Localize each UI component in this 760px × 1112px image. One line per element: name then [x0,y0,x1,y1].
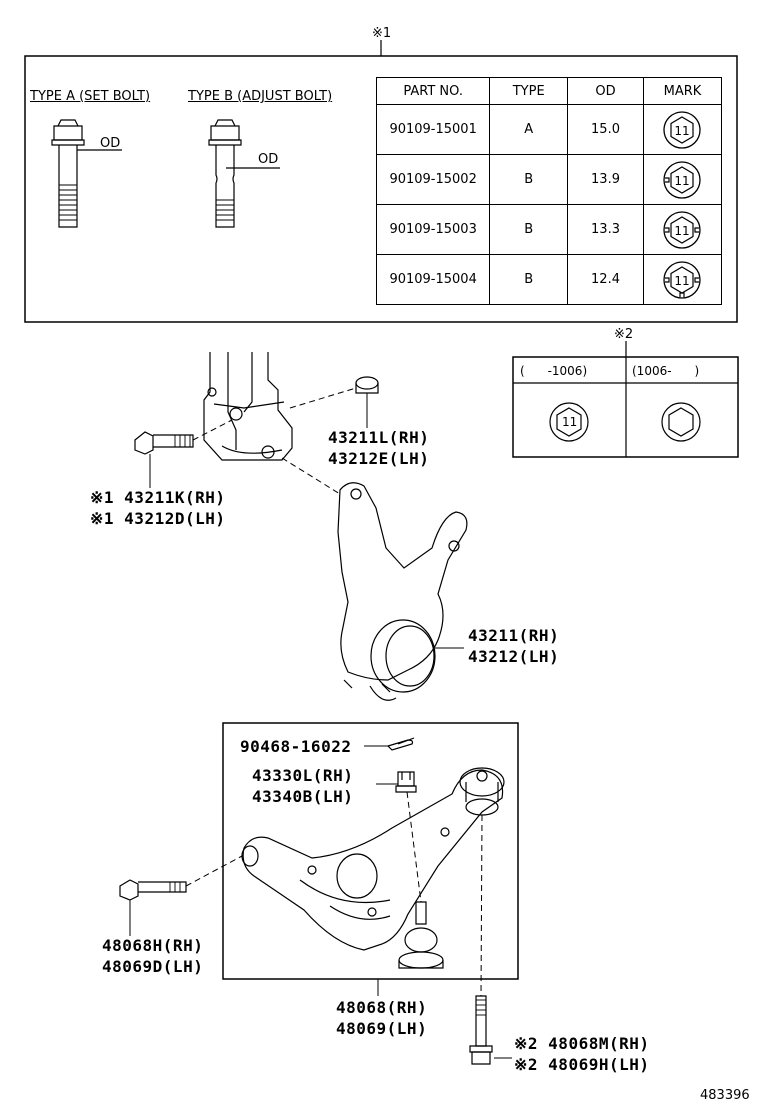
header-od: OD [567,77,644,105]
date-col-after: (1006- ) [632,364,700,378]
label-43211: 43211(RH) [468,626,560,645]
label-48069H: ※2 48069H(LH) [514,1055,650,1074]
header-type: TYPE [489,77,569,105]
lower-arm-rear-bolt-icon [469,995,493,1065]
lower-arm-frame [222,722,519,980]
bolt-head-plain-icon [661,402,701,442]
lower-arm-front-bolt-icon [119,879,187,901]
od-cell: 15.0 [567,104,644,155]
label-48068: 48068(RH) [336,998,428,1017]
header-part-no: PART NO. [375,77,491,105]
type-b-label: TYPE B (ADJUST BOLT) [188,89,333,104]
type-cell: A [489,104,569,155]
date-mark-text: 11 [562,415,578,429]
type-cell: B [489,254,569,305]
type-cell: B [489,204,569,255]
od-label-a: OD [100,136,121,151]
label-90468: 90468-16022 [240,737,352,756]
od-label-b: OD [258,152,279,167]
od-cell: 13.9 [567,154,644,205]
mark-11-three-notch-icon: 11 [663,260,702,299]
note2-marker: ※2 [614,327,634,342]
od-cell: 13.3 [567,204,644,255]
label-48068H: 48068H(RH) [102,936,204,955]
label-43212D: ※1 43212D(LH) [90,509,226,528]
mark-cell: 11 [642,204,723,255]
table-row: 90109-15002 B 13.9 11 [375,154,723,205]
cam-nut-icon [355,376,379,394]
type-cell: B [489,154,569,205]
mark-text: 11 [675,174,690,188]
label-48068M: ※2 48068M(RH) [514,1034,650,1053]
strut-bracket-illustration [203,352,293,461]
type-b-bolt-icon [208,119,280,228]
cotter-pin-icon [386,737,415,751]
mark-text: 11 [675,274,690,288]
mark-cell: 11 [642,104,723,155]
part-no-cell: 90109-15001 [375,104,491,155]
type-a-bolt-icon [51,119,122,228]
part-no-cell: 90109-15002 [375,154,491,205]
mark-11-one-notch-icon: 11 [663,160,702,199]
label-43211K: ※1 43211K(RH) [90,488,226,507]
strut-bolt-icon [134,431,194,455]
diagram-id: 483396 [700,1088,750,1103]
header-mark: MARK [642,77,723,105]
mark-text: 11 [675,124,690,138]
table-row: 90109-15004 B 12.4 11 [375,254,723,305]
label-43211L: 43211L(RH) [328,428,430,447]
label-43212E: 43212E(LH) [328,449,430,468]
steering-knuckle-illustration [337,482,468,701]
type-a-label: TYPE A (SET BOLT) [30,89,151,104]
mark-11-icon: 11 [663,110,702,149]
mark-cell: 11 [642,154,723,205]
table-row: 90109-15003 B 13.3 11 [375,204,723,255]
mark-cell: 11 [642,254,723,305]
label-48069: 48069(LH) [336,1019,428,1038]
table-row: 90109-15001 A 15.0 11 [375,104,723,155]
part-no-cell: 90109-15003 [375,204,491,255]
mark-11-two-notch-icon: 11 [663,210,702,249]
note1-marker: ※1 [372,26,392,41]
castle-nut-icon [395,771,417,793]
date-col-before: ( -1006) [520,364,588,378]
mark-text: 11 [675,224,690,238]
bolt-spec-table: PART NO. TYPE OD MARK 90109-15001 A 15.0… [375,77,723,305]
label-43212: 43212(LH) [468,647,560,666]
label-43330L: 43330L(RH) [252,766,354,785]
label-43340B: 43340B(LH) [252,787,354,806]
bolt-head-marked-icon [549,402,589,442]
od-cell: 12.4 [567,254,644,305]
part-no-cell: 90109-15004 [375,254,491,305]
label-48069D: 48069D(LH) [102,957,204,976]
